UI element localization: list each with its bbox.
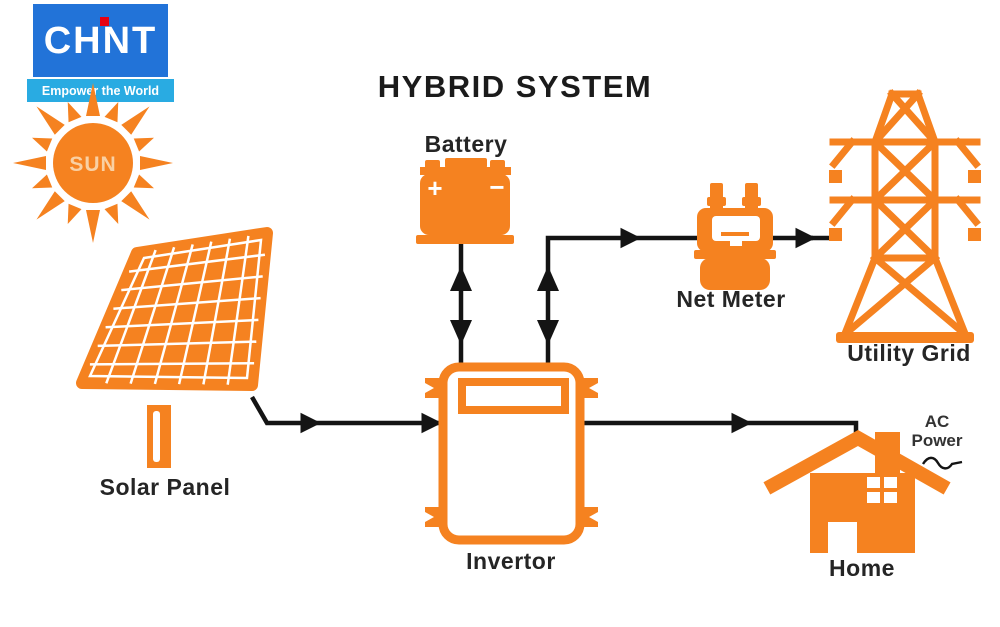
brand-name: CHNT (43, 19, 158, 62)
arrow-solar-to-inverter (250, 395, 443, 434)
home-icon (763, 429, 951, 553)
ac-wave-icon (921, 456, 963, 470)
ac-power-label: AC Power (900, 412, 974, 450)
utility-grid-label: Utility Grid (847, 340, 971, 366)
brand-dot-icon (100, 17, 109, 26)
battery-minus-sign: − (489, 172, 504, 202)
page-title: HYBRID SYSTEM (377, 69, 653, 104)
net-meter-label: Net Meter (676, 286, 786, 312)
solar-panel-label: Solar Panel (99, 474, 231, 500)
sun-label: SUN (69, 153, 116, 176)
home-label: Home (829, 555, 895, 581)
net-meter-icon (694, 183, 776, 290)
battery-label: Battery (424, 131, 508, 157)
sun-icon: SUN (13, 83, 173, 243)
chint-logo: CHNT (33, 4, 168, 77)
ac-power-line2: Power (911, 431, 963, 450)
brand-tagline: Empower the World (27, 79, 174, 102)
battery-icon: + − (416, 158, 514, 244)
arrow-battery-inverter (450, 243, 472, 366)
ac-power-line1: AC (924, 412, 950, 431)
inverter-label: Invertor (466, 548, 556, 574)
arrow-inverter-netmeter (537, 227, 642, 366)
inverter-icon (425, 362, 598, 545)
solar-panel-icon (76, 227, 273, 468)
utility-grid-icon (829, 89, 981, 343)
battery-plus-sign: + (427, 173, 442, 203)
